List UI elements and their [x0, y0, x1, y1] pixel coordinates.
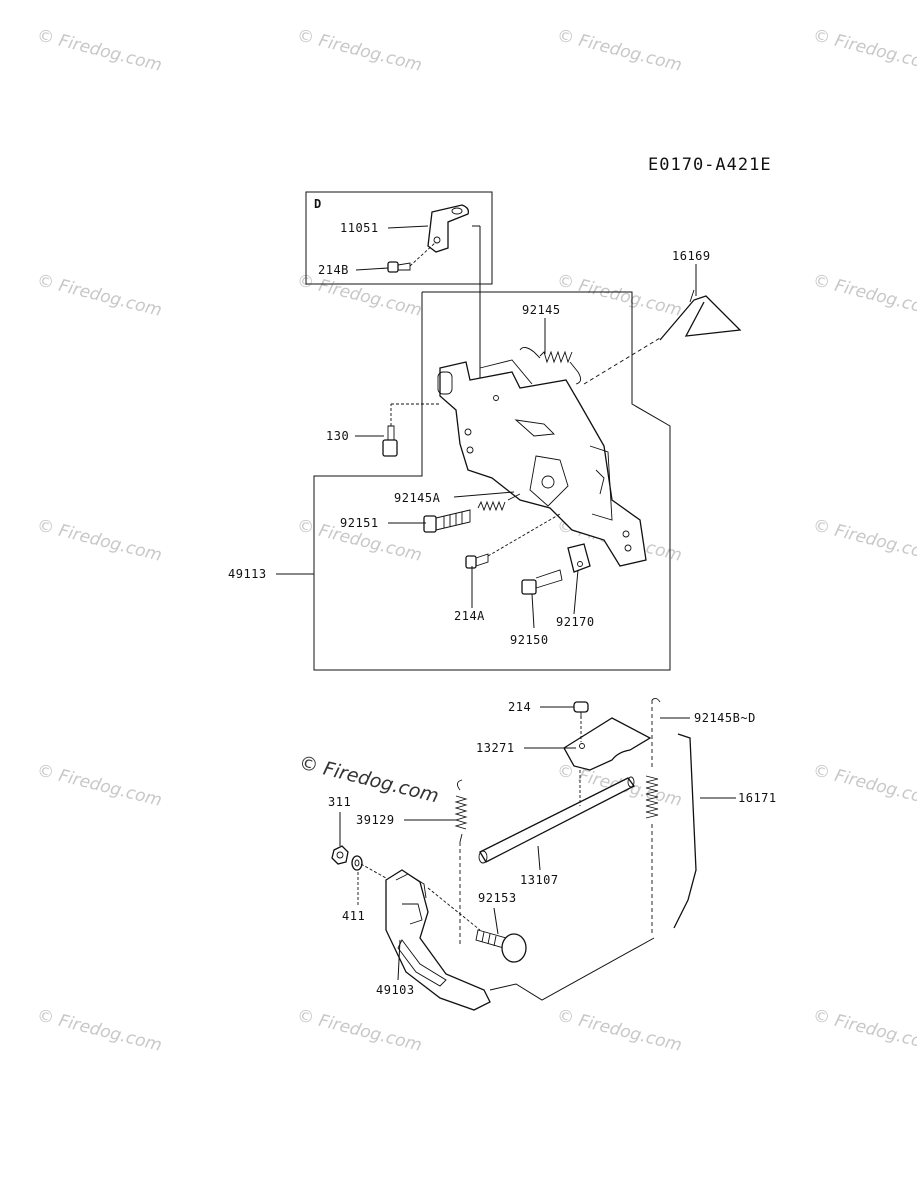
part-label-92151: 92151: [340, 516, 379, 530]
watermark: © Firedog.com: [35, 270, 164, 320]
part-label-16171: 16171: [738, 791, 777, 805]
part-label-214A: 214A: [454, 609, 485, 623]
wire-16169: [659, 289, 742, 341]
part-label-16169: 16169: [672, 249, 711, 263]
watermark: © Firedog.com: [555, 25, 684, 75]
inset-detail-d: D: [305, 191, 493, 285]
diagram-code: E0170-A421E: [648, 155, 772, 175]
assembly-connector: [489, 937, 655, 1001]
watermark: © Firedog.com: [35, 1005, 164, 1055]
part-label-92170: 92170: [556, 615, 595, 629]
part-label-49113: 49113: [228, 567, 267, 581]
shaft-13107: [478, 770, 635, 864]
spring-92145BD: [645, 697, 661, 936]
watermark-layer: © Firedog.com © Firedog.com © Firedog.co…: [35, 25, 917, 1055]
control-plate: [437, 359, 647, 567]
watermark: © Firedog.com: [35, 515, 164, 565]
part-label-92153: 92153: [478, 891, 517, 905]
washer-411: [351, 855, 363, 871]
watermark: © Firedog.com: [811, 515, 917, 565]
part-label-130: 130: [326, 429, 349, 443]
part-label-311: 311: [328, 795, 351, 809]
watermark: © Firedog.com: [35, 25, 164, 75]
spring-92145: [519, 337, 661, 385]
watermark: © Firedog.com: [555, 1005, 684, 1055]
screw-130: [382, 403, 440, 457]
bolt-92151: [423, 509, 471, 533]
part-label-11051: 11051: [340, 221, 379, 235]
part-label-411: 411: [342, 909, 365, 923]
part-label-92150: 92150: [510, 633, 549, 647]
part-labels: 11051 214B 16169 92145 130 92145A 92151 …: [228, 221, 777, 997]
part-label-92145BD: 92145B~D: [694, 711, 756, 725]
watermark: © Firedog.com: [35, 760, 164, 810]
screw-214A: [465, 513, 561, 569]
block-92170: [567, 543, 591, 573]
watermark: © Firedog.com: [555, 270, 684, 320]
part-label-13107: 13107: [520, 873, 559, 887]
watermark: © Firedog.com: [295, 270, 424, 320]
spring-39129: [454, 779, 468, 944]
part-label-214: 214: [508, 700, 531, 714]
part-label-214B: 214B: [318, 263, 349, 277]
watermark: © Firedog.com: [811, 760, 917, 810]
nut-311: [331, 845, 349, 865]
part-label-92145A: 92145A: [394, 491, 441, 505]
bolt-92150: [521, 569, 563, 595]
screw-214: [573, 701, 589, 718]
watermark: © Firedog.com: [811, 1005, 917, 1055]
spring-92145A: [477, 493, 521, 512]
watermark: © Firedog.com: [811, 25, 917, 75]
leader-lines: [276, 225, 736, 981]
watermark-dark: © Firedog.com: [297, 752, 441, 808]
part-label-13271: 13271: [476, 741, 515, 755]
bolt-92153: [427, 887, 527, 963]
lever-49103: [385, 869, 491, 1011]
plate-13271: [563, 716, 652, 771]
inset-label: D: [314, 197, 322, 211]
assembly-outline-49113: [313, 291, 671, 671]
watermark: © Firedog.com: [811, 270, 917, 320]
rod-16171: [673, 733, 697, 929]
part-label-49103: 49103: [376, 983, 415, 997]
watermark: © Firedog.com: [295, 1005, 424, 1055]
part-label-39129: 39129: [356, 813, 395, 827]
watermark: © Firedog.com: [295, 25, 424, 75]
part-label-92145: 92145: [522, 303, 561, 317]
